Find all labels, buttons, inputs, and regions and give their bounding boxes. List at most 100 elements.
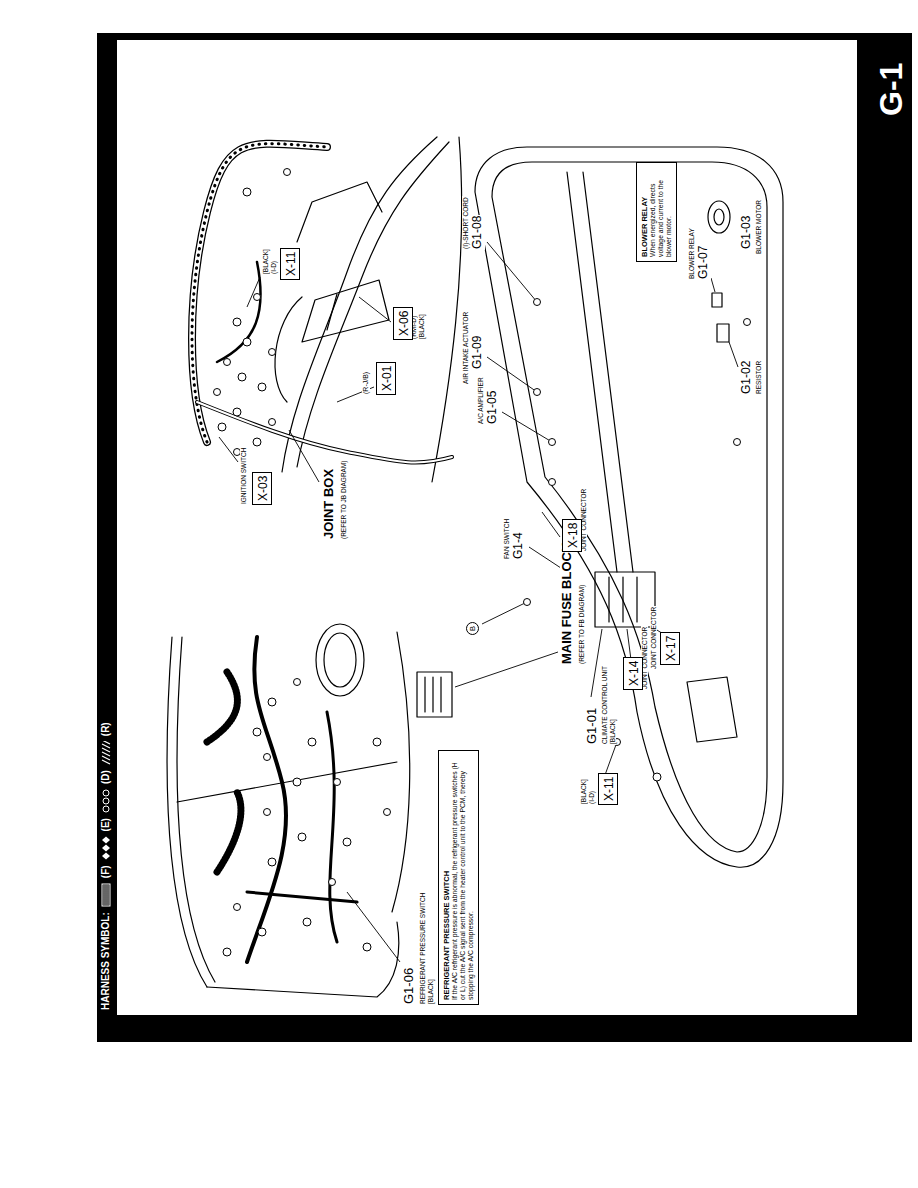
connector-symbol bbox=[284, 169, 291, 176]
leader-line bbox=[627, 629, 631, 660]
engine-bay-illustration bbox=[207, 672, 237, 742]
engine-bay-illustration bbox=[167, 637, 207, 987]
hatch-swatch bbox=[102, 884, 110, 906]
part-label: JOINT CONNECTOR bbox=[650, 606, 657, 670]
dashboard-harness-illustration bbox=[197, 402, 452, 462]
leader-line bbox=[487, 357, 537, 392]
connector-code: X-18 bbox=[566, 523, 580, 548]
connector-code: X-03 bbox=[256, 476, 270, 501]
leader-line bbox=[347, 892, 400, 962]
connector-code: X-17 bbox=[664, 636, 678, 661]
dashboard-harness-illustration bbox=[297, 142, 449, 467]
leader-line bbox=[289, 430, 319, 482]
connector-code-box: X-03 bbox=[252, 472, 272, 505]
connector-symbol bbox=[233, 408, 241, 416]
component-code: G1-01 bbox=[585, 707, 600, 745]
dashboard-harness-illustration bbox=[297, 182, 382, 242]
leader-line bbox=[487, 242, 537, 302]
slash-swatch bbox=[102, 748, 110, 752]
connector-symbol bbox=[549, 439, 556, 446]
part-label: [BLACK] bbox=[262, 248, 269, 275]
connector-code: X-11 bbox=[284, 252, 298, 276]
engine-bay-illustration bbox=[167, 624, 452, 997]
callout-circle: B bbox=[466, 622, 479, 635]
connector-symbol bbox=[334, 779, 341, 786]
callout-note-box: REFRIGERANT PRESSURE SWITCHIf the A/C re… bbox=[438, 750, 479, 1005]
part-label: IGNITION SWITCH bbox=[240, 447, 247, 505]
connector-symbol bbox=[238, 373, 246, 381]
callout-letter: B bbox=[469, 626, 477, 631]
connector-symbol bbox=[293, 778, 301, 786]
engine-bay-illustration bbox=[417, 672, 452, 717]
connector-symbol bbox=[329, 879, 336, 886]
connector-symbol bbox=[264, 809, 271, 816]
component-code: G1-08 bbox=[471, 215, 485, 250]
dashboard-harness-illustration bbox=[282, 137, 437, 472]
component-code: G1-07 bbox=[697, 245, 711, 280]
part-label: (REFER TO FB DIAGRAM) bbox=[578, 584, 585, 665]
connector-code-box: X-06 bbox=[393, 307, 413, 340]
note-body: When energized, directs voltage and curr… bbox=[649, 167, 673, 257]
sheet-frame bbox=[117, 40, 857, 1015]
slash-swatch bbox=[102, 744, 110, 748]
connector-code-box: X-18 bbox=[562, 519, 582, 552]
connector-symbol bbox=[268, 858, 276, 866]
instrument-panel-illustration bbox=[492, 162, 767, 852]
dashboard-harness-illustration bbox=[217, 262, 261, 362]
part-label: (R-J/B) bbox=[362, 371, 370, 395]
instrument-panel-illustration bbox=[475, 147, 783, 867]
leader-line bbox=[359, 297, 391, 322]
instrument-panel-illustration bbox=[595, 572, 655, 627]
connector-symbol bbox=[214, 169, 751, 957]
hatch-swatch bbox=[103, 888, 109, 889]
sheet-frame bbox=[97, 33, 912, 1042]
part-label: [BLACK] bbox=[427, 978, 434, 1005]
connector-symbol bbox=[224, 359, 231, 366]
dashboard-harness-illustration bbox=[192, 137, 462, 482]
circle-swatch bbox=[103, 790, 109, 796]
legend-text: (F) bbox=[100, 865, 111, 878]
hatch-swatch bbox=[103, 904, 109, 905]
connector-symbol bbox=[214, 389, 221, 396]
diamond-swatch bbox=[102, 837, 110, 844]
connector-symbol bbox=[298, 833, 306, 841]
instrument-panel-illustration bbox=[708, 201, 730, 233]
engine-bay-illustration bbox=[324, 633, 356, 687]
connector-symbol bbox=[233, 318, 241, 326]
slash-swatch bbox=[102, 760, 110, 764]
component-code: G1-03 bbox=[740, 215, 754, 250]
connector-symbol bbox=[253, 728, 261, 736]
leader-line bbox=[605, 742, 617, 775]
note-heading: BLOWER RELAY bbox=[640, 167, 649, 257]
connector-symbol bbox=[343, 838, 351, 846]
hatch-swatch bbox=[103, 894, 109, 895]
connector-symbol bbox=[253, 438, 261, 446]
part-label: JOINT BOX bbox=[322, 468, 337, 540]
rotated-sheet: HARNESS SYMBOL:(F)(E)(D)(R)G-1(R-J/B)JOI… bbox=[97, 33, 912, 1042]
dashboard-harness-illustration bbox=[327, 294, 337, 330]
connector-code: X-14 bbox=[627, 661, 641, 686]
part-label: (I-D) bbox=[270, 260, 277, 275]
slash-swatch bbox=[102, 756, 110, 760]
connector-symbol bbox=[373, 738, 381, 746]
connector-code-box: X-01 bbox=[376, 362, 396, 395]
connector-symbol bbox=[268, 698, 276, 706]
connector-code: X-01 bbox=[380, 366, 394, 391]
connector-symbol bbox=[234, 904, 241, 911]
harness-symbol-legend: HARNESS SYMBOL:(F)(E)(D)(R) bbox=[100, 722, 111, 1010]
engine-bay-illustration bbox=[247, 637, 286, 962]
connector-symbol bbox=[308, 738, 316, 746]
connector-symbol bbox=[243, 188, 251, 196]
leader-line bbox=[482, 602, 527, 624]
part-label: FAN SWITCH bbox=[503, 518, 510, 560]
dashboard-harness-illustration bbox=[275, 297, 302, 402]
hatch-swatch bbox=[103, 902, 109, 903]
connector-symbol bbox=[254, 294, 261, 301]
part-label: [BLACK] bbox=[609, 718, 616, 745]
dashboard-harness-illustration bbox=[192, 144, 327, 442]
slash-swatch bbox=[102, 741, 110, 744]
leader-line bbox=[502, 412, 552, 442]
connector-symbol bbox=[303, 918, 311, 926]
connector-code: X-11 bbox=[602, 777, 616, 801]
